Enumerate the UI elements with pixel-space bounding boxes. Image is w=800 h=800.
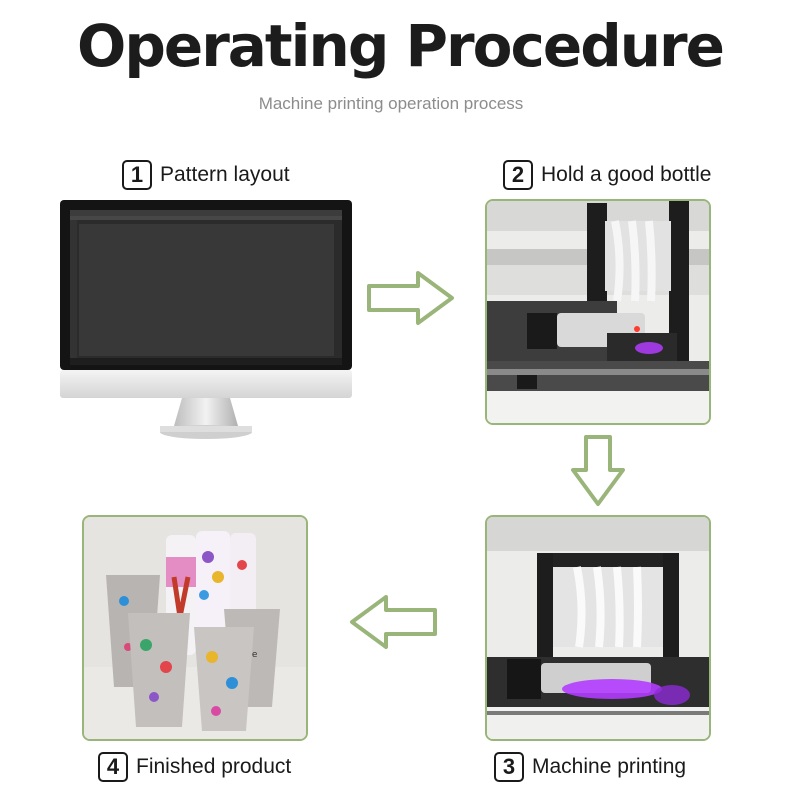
page-title: Operating Procedure — [0, 12, 800, 80]
arrow-down-icon — [569, 434, 627, 508]
step-2-text: Hold a good bottle — [541, 163, 711, 187]
arrow-left-icon — [348, 594, 438, 650]
step-1-label: 1 Pattern layout — [122, 160, 290, 190]
step-2-number: 2 — [503, 160, 533, 190]
step-4-text: Finished product — [136, 755, 291, 779]
step-2-photo — [485, 199, 711, 425]
step-2-label: 2 Hold a good bottle — [503, 160, 711, 190]
step-1-number: 1 — [122, 160, 152, 190]
step-3-number: 3 — [494, 752, 524, 782]
step-4-label: 4 Finished product — [98, 752, 291, 782]
step-3-label: 3 Machine printing — [494, 752, 686, 782]
step-4-number: 4 — [98, 752, 128, 782]
arrow-right-icon — [366, 270, 456, 326]
step-3-photo — [485, 515, 711, 741]
step-4-photo: L❤ve — [82, 515, 308, 741]
step-3-text: Machine printing — [532, 755, 686, 779]
computer-monitor-image — [58, 198, 354, 444]
page-subtitle: Machine printing operation process — [0, 94, 782, 114]
step-1-text: Pattern layout — [160, 163, 290, 187]
